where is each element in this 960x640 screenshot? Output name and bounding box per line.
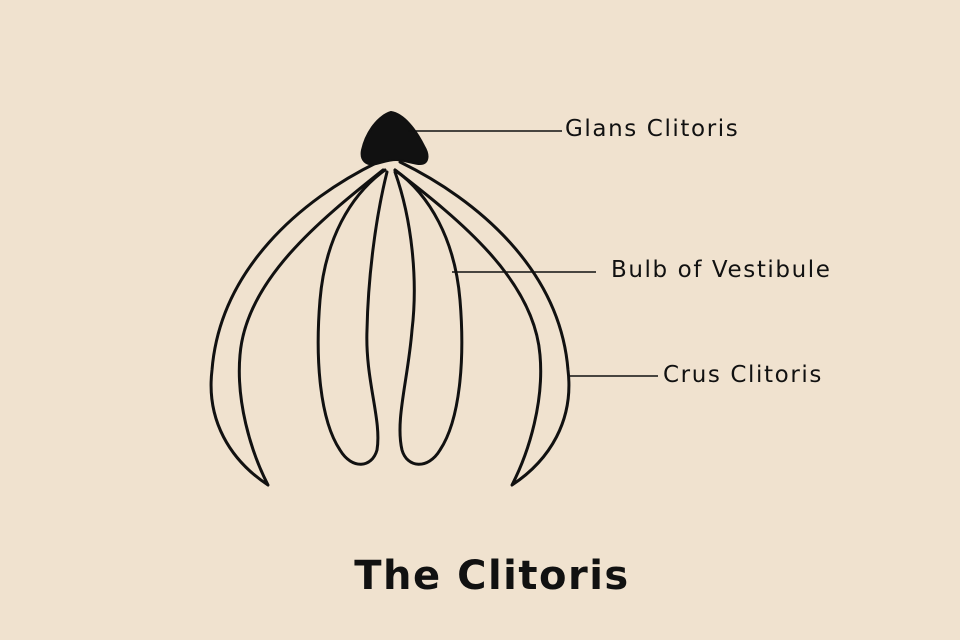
crus-left <box>209 160 385 487</box>
diagram-title: The Clitoris <box>354 553 630 599</box>
bulb-of-vestibule-left <box>316 168 389 466</box>
glans-clitoris-shape <box>360 111 429 166</box>
crus-clitoris-label: Crus Clitoris <box>663 362 823 388</box>
bulb-of-vestibule-label: Bulb of Vestibule <box>611 257 832 283</box>
bulb-of-vestibule-right <box>393 168 464 466</box>
glans-clitoris-label: Glans Clitoris <box>565 116 740 142</box>
crus-right <box>393 160 571 487</box>
